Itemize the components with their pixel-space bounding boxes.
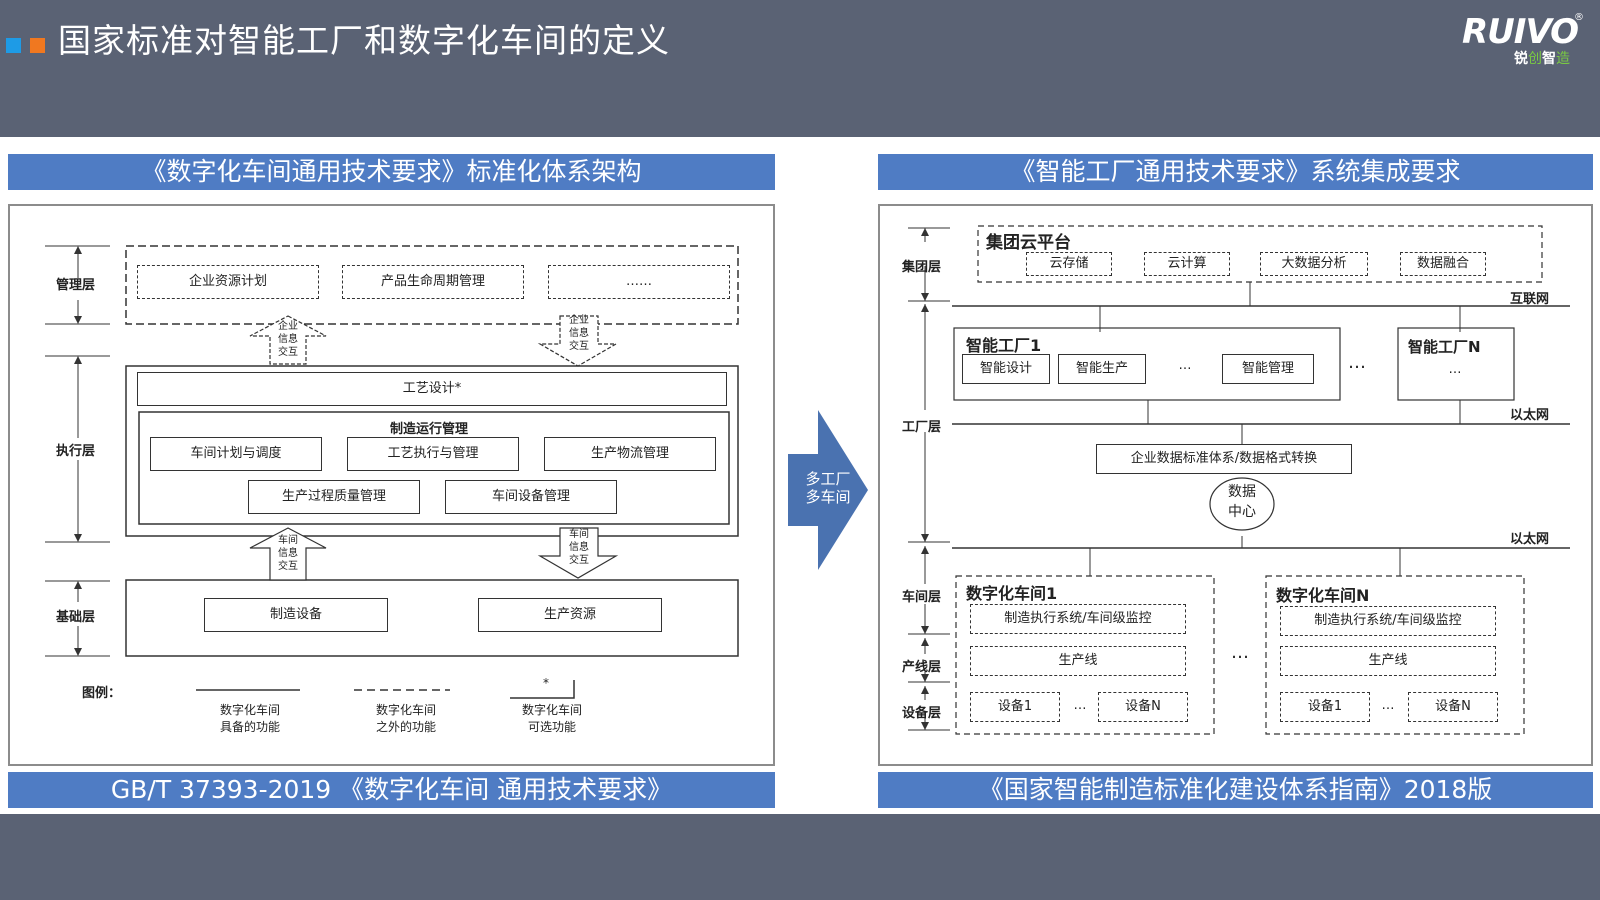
factory1-item-dots: …: [1178, 358, 1192, 373]
mgmt-item-more: ……: [548, 265, 730, 299]
accent-square-orange: [30, 38, 45, 53]
layer-label-group: 集团层: [902, 260, 942, 275]
factory1-item-production: 智能生产: [1058, 354, 1146, 384]
ws1-device-dots: …: [1073, 698, 1087, 713]
legend-dashed-label: 数字化车间 之外的功能: [375, 703, 436, 734]
mfg-ops-title: 制造运行管理: [390, 422, 469, 437]
legend-solid-label: 数字化车间 具备的功能: [219, 703, 280, 734]
base-item-resources: 生产资源: [478, 598, 662, 632]
mfg-item-logistics: 生产物流管理: [544, 437, 716, 471]
center-arrow-text: 多工厂 多车间: [805, 470, 851, 506]
cloud-item-storage: 云存储: [1026, 252, 1112, 276]
factory1-title: 智能工厂1: [966, 336, 1042, 355]
left-header: 《数字化车间通用技术要求》标准化体系架构: [8, 154, 775, 190]
mfg-item-equipment: 车间设备管理: [445, 480, 617, 514]
wsN-line: 生产线: [1280, 646, 1496, 676]
right-footer: 《国家智能制造标准化建设体系指南》2018版: [878, 772, 1593, 808]
layer-label-execution: 执行层: [56, 444, 96, 459]
mgmt-item-plm: 产品生命周期管理: [342, 265, 524, 299]
data-standard-box: 企业数据标准体系/数据格式转换: [1096, 444, 1352, 474]
left-diagram-panel: 管理层 执行层 基础层 企业资源计划 产品生命周期管理 …… 企业 信息 交互 …: [8, 204, 775, 766]
page-title: 国家标准对智能工厂和数字化车间的定义: [58, 21, 670, 60]
accent-square-blue: [6, 38, 21, 53]
left-footer: GB/T 37393-2019 《数字化车间 通用技术要求》: [8, 772, 775, 808]
net-internet: 互联网: [1510, 292, 1550, 307]
legend-title: 图例：: [82, 686, 122, 701]
legend-optional-label: 数字化车间 可选功能: [521, 703, 582, 734]
wsN-mes: 制造执行系统/车间级监控: [1280, 606, 1496, 636]
wsN-device-n: 设备N: [1408, 692, 1498, 722]
right-diagram-lines: [908, 225, 1570, 735]
ws1-device-1: 设备1: [970, 692, 1060, 722]
factory1-item-management: 智能管理: [1222, 354, 1314, 384]
layer-label-base: 基础层: [56, 610, 96, 625]
workshop-dots: …: [1231, 642, 1249, 663]
data-center: 数据 中心: [1228, 484, 1256, 520]
wsN-title: 数字化车间N: [1276, 586, 1370, 605]
title-bar: [0, 0, 1600, 137]
layer-label-workshop: 车间层: [902, 590, 942, 605]
net-ethernet-1: 以太网: [1510, 408, 1550, 423]
cloud-item-compute: 云计算: [1144, 252, 1230, 276]
exchange-enterprise-down: 企业 信息 交互: [569, 315, 589, 352]
right-diagram-panel: 集团层 工厂层 车间层 产线层 设备层 集团云平台 云存储 云计算 大数据分析 …: [878, 204, 1593, 766]
ws1-device-n: 设备N: [1098, 692, 1188, 722]
layer-label-line: 产线层: [902, 660, 942, 675]
ws1-mes: 制造执行系统/车间级监控: [970, 604, 1186, 634]
net-ethernet-2: 以太网: [1510, 532, 1550, 547]
cloud-platform-title: 集团云平台: [986, 233, 1071, 253]
cloud-item-bigdata: 大数据分析: [1260, 252, 1368, 276]
factoryN-title: 智能工厂N: [1408, 338, 1481, 356]
logo-chinese: 锐创智造: [1514, 51, 1570, 67]
cloud-item-fusion: 数据融合: [1400, 252, 1486, 276]
factory-dots: …: [1348, 352, 1366, 373]
layer-label-device: 设备层: [902, 706, 942, 721]
left-diagram-lines: [45, 245, 739, 699]
mfg-item-quality: 生产过程质量管理: [248, 480, 420, 514]
logo-word: RUIVO: [1462, 12, 1579, 52]
mfg-item-process-exec: 工艺执行与管理: [347, 437, 519, 471]
exchange-workshop-down: 车间 信息 交互: [569, 529, 589, 566]
right-header: 《智能工厂通用技术要求》系统集成要求: [878, 154, 1593, 190]
logo-registered-mark: ®: [1574, 12, 1584, 23]
layer-label-management: 管理层: [56, 278, 96, 293]
factoryN-dots: …: [1448, 362, 1462, 377]
layer-label-factory: 工厂层: [902, 420, 942, 435]
mgmt-item-erp: 企业资源计划: [137, 265, 319, 299]
wsN-device-dots: …: [1381, 698, 1395, 713]
ws1-title: 数字化车间1: [966, 584, 1058, 603]
base-item-equipment: 制造设备: [204, 598, 388, 632]
factory1-item-design: 智能设计: [962, 354, 1050, 384]
exchange-enterprise-up: 企业 信息 交互: [278, 321, 298, 358]
wsN-device-1: 设备1: [1280, 692, 1370, 722]
brand-logo: RUIVO ® 锐创智造: [1462, 12, 1584, 72]
process-design-box: 工艺设计*: [137, 372, 727, 406]
exchange-workshop-up: 车间 信息 交互: [278, 535, 298, 572]
legend-star-mark: *: [543, 676, 549, 690]
mfg-item-scheduling: 车间计划与调度: [150, 437, 322, 471]
center-arrow: [788, 410, 868, 570]
ws1-line: 生产线: [970, 646, 1186, 676]
